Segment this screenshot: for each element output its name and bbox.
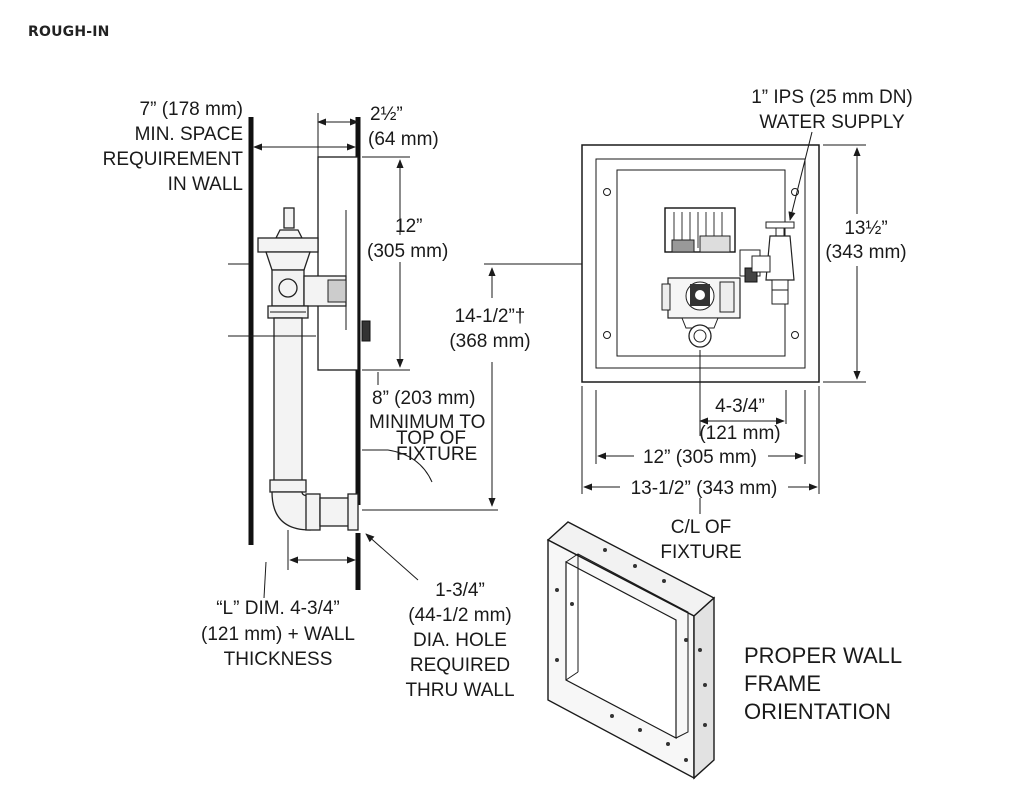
offset-label-1: 4-3/4” [715,396,765,417]
valve-front [661,277,741,348]
screw-icon [791,188,799,196]
box-height-front-label-2: (343 mm) [825,242,906,263]
screw-icon [603,331,611,339]
orientation-label-3: ORIENTATION [744,699,891,724]
fixture-height-label-1: 14-1/2”† [455,306,526,327]
min-space-label-1: 7” (178 mm) [140,99,243,120]
screw-icon [603,188,611,196]
hole-label-4: REQUIRED [410,655,510,676]
inner-width-label: 12” (305 mm) [643,447,757,468]
box-height-front-label-1: 13½” [844,218,887,239]
supply-label-1: 1” IPS (25 mm DN) [751,87,913,108]
min-space-label-2: MIN. SPACE [135,124,243,145]
fixture-height-label-2: (368 mm) [449,331,530,352]
min-to-top-label-1: 8” (203 mm) [372,388,475,409]
side-view: 2½” (64 mm) 7” (178 mm) MIN. SPACE REQUI… [103,99,515,701]
drain-pipe [269,317,359,531]
screw-icon [791,331,799,339]
supply-label-2: WATER SUPPLY [759,112,905,133]
min-to-top-label-3: TOP OF [396,428,466,449]
control-module [664,207,761,283]
orientation-label-1: PROPER WALL [744,643,902,668]
hole-label-1: 1-3/4” [435,580,485,601]
offset-label-2: (121 mm) [699,423,780,444]
box-height-side-label-1: 12” [395,216,422,237]
box-depth-label-1: 2½” [370,104,403,125]
outer-width-label: 13-1/2” (343 mm) [631,478,778,499]
l-dim-label-1: “L” DIM. 4-3/4” [216,598,340,619]
min-to-top-label-2: MINIMUM TO [369,412,485,433]
box-side [317,156,359,371]
flush-handle [361,320,371,342]
centerline-label-2: FIXTURE [660,542,741,563]
wall-frame-isometric: PROPER WALL FRAME ORIENTATION [546,521,902,780]
box-depth-label-2: (64 mm) [368,129,439,150]
stop-valve [751,221,795,305]
hole-label-5: THRU WALL [405,680,514,701]
hole-label-2: (44-1/2 mm) [408,605,511,626]
hole-leader [365,533,419,581]
l-dim-label-2: (121 mm) + WALL [201,624,355,645]
front-view: 1” IPS (25 mm DN) WATER SUPPLY 13½” (343… [581,87,913,563]
box-height-side-label-2: (305 mm) [367,241,448,262]
fixture-height-dimension: 14-1/2”† (368 mm) [449,263,664,507]
orientation-label-2: FRAME [744,671,821,696]
l-dim-label-3: THICKNESS [224,649,333,670]
flush-valve [257,207,347,319]
min-space-label-3: REQUIREMENT [103,149,244,170]
min-to-top-label-4: FIXTURE [396,444,477,465]
supply-leader [788,131,813,221]
hole-label-3: DIA. HOLE [413,630,507,651]
min-space-label-4: IN WALL [168,174,243,195]
centerline-label-1: C/L OF [671,517,732,538]
diagram-title: ROUGH-IN [28,24,110,40]
